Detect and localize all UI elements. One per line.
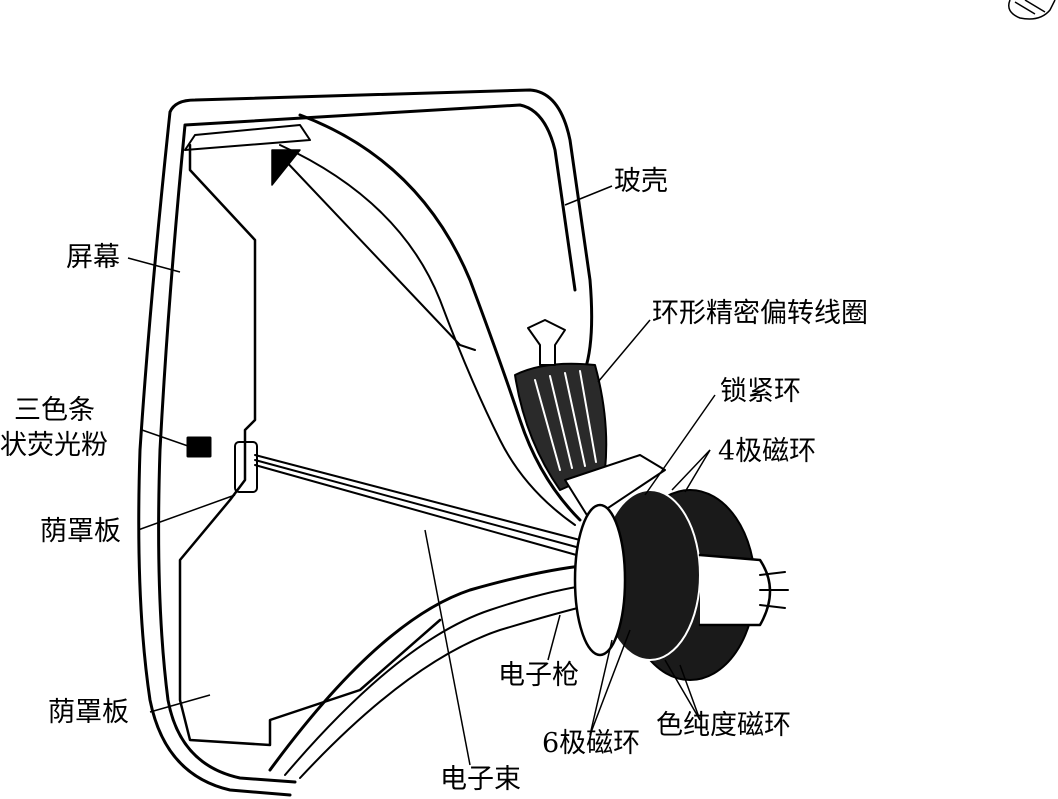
electron-beam-b: [255, 460, 580, 548]
label-screen: 屏幕: [66, 242, 120, 274]
leader-electron-beam: [425, 530, 470, 765]
leader-locking-ring: [645, 395, 715, 495]
locking-ring-disk: [575, 505, 625, 655]
screen-frame-inner: [185, 125, 310, 150]
funnel-upper: [300, 115, 580, 520]
label-purity-ring: 色纯度磁环: [656, 710, 791, 742]
label-six-pole-ring: 6极磁环: [542, 728, 640, 760]
leader-gun: [548, 615, 560, 660]
coil-top-clip: [528, 320, 565, 365]
corner-logo-icon: [1009, 0, 1055, 19]
label-phosphor-line2: 状荧光粉: [0, 430, 108, 462]
leader-glass-shell: [565, 186, 612, 205]
label-shadow-mask-upper: 荫罩板: [40, 516, 121, 548]
leader-four-pole-a: [672, 450, 710, 490]
leader-phosphor: [142, 430, 188, 446]
label-four-pole-ring: 4极磁环: [718, 436, 816, 468]
label-shadow-mask-lower: 荫罩板: [48, 697, 129, 729]
label-phosphor-line1: 三色条: [14, 395, 95, 427]
shadow-mask-inner: [280, 155, 475, 350]
electron-beam-a: [255, 455, 580, 540]
leader-four-pole-b: [685, 450, 710, 492]
electron-beam-c: [255, 465, 580, 556]
label-locking-ring: 锁紧环: [720, 376, 801, 408]
leader-deflection-coil: [598, 320, 650, 382]
label-deflection-coil: 环形精密偏转线圈: [652, 298, 868, 330]
label-glass-shell: 玻壳: [614, 166, 668, 198]
triangle-mark: [272, 150, 300, 185]
label-electron-gun: 电子枪: [498, 660, 579, 692]
phosphor-strip-marker: [188, 438, 210, 456]
label-electron-beam: 电子束: [440, 764, 521, 796]
